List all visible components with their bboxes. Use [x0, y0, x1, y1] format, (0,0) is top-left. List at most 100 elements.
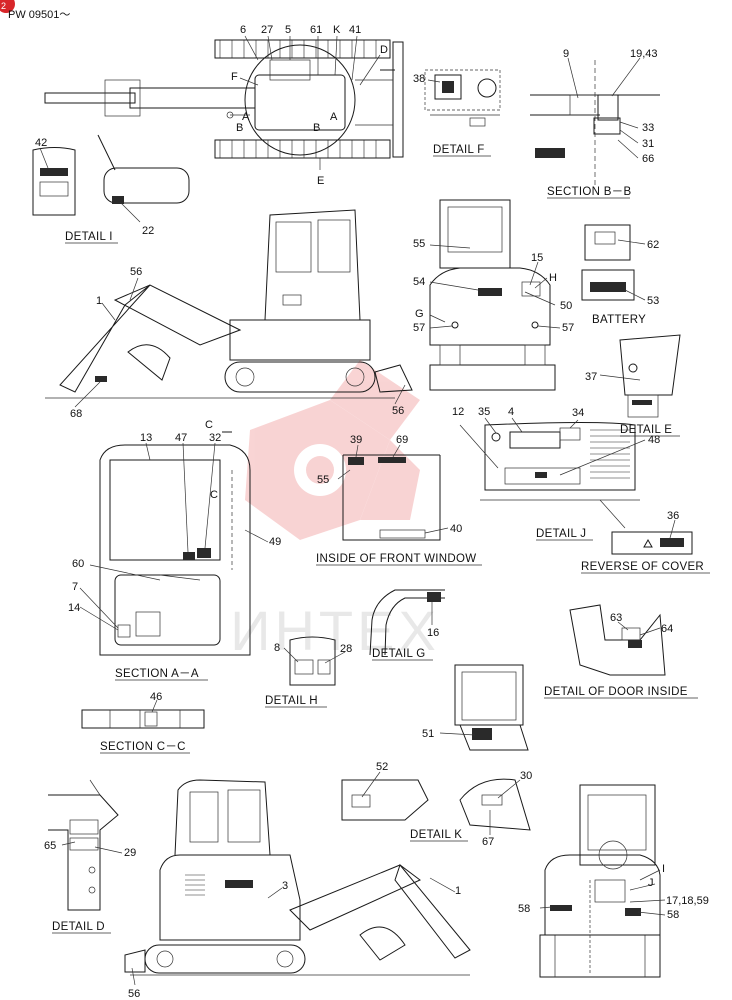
- front-tracks: [539, 934, 661, 978]
- front-window-frame: [342, 455, 441, 541]
- top-blade: [392, 41, 404, 158]
- side-arm: [59, 284, 151, 393]
- detail-k-panel: [341, 779, 429, 821]
- part-51-label-1: 51: [422, 728, 434, 740]
- top-label-7: D: [380, 44, 388, 56]
- detail-i-console: [103, 167, 190, 204]
- side-label-3: 68: [70, 408, 82, 420]
- battery-label-1: 62: [647, 239, 659, 251]
- detail-h: 8 28 DETAIL H: [265, 636, 352, 708]
- detail-k-label-1: 52: [376, 761, 388, 773]
- detail-j-caption: DETAIL J: [536, 528, 586, 540]
- detail-k-label-2: 30: [520, 770, 532, 782]
- detail-k-caption: DETAIL K: [410, 829, 462, 841]
- section-aa-label-6: 49: [269, 536, 281, 548]
- section-bb-label-2: 19,43: [630, 48, 658, 60]
- side-label-2: 1: [96, 295, 102, 307]
- battery-detail: 62 53 BATTERY: [581, 224, 659, 326]
- watermark-logo: ИНТЕХ: [230, 360, 436, 662]
- top-label-12: A: [330, 111, 338, 123]
- left-label-3: 56: [128, 988, 140, 1000]
- detail-j-label-4: 34: [572, 407, 584, 419]
- cover-plate: [611, 531, 693, 555]
- front-window-label-2: 69: [396, 434, 408, 446]
- section-aa-label-3: 47: [175, 432, 187, 444]
- detail-j-label-5: 48: [648, 434, 660, 446]
- sheet-header: 2 PW 09501～: [0, 0, 70, 21]
- door-inside-caption: DETAIL OF DOOR INSIDE: [544, 686, 688, 698]
- section-aa-label-1: C: [205, 419, 213, 431]
- section-aa-window: [109, 459, 221, 561]
- detail-i-panel: [32, 147, 76, 216]
- side-label-4: 56: [392, 405, 404, 417]
- top-label-2: 27: [261, 24, 273, 36]
- section-aa-label-9: 14: [68, 602, 80, 614]
- side-cab: [264, 209, 361, 321]
- front-label-1: I: [662, 863, 665, 875]
- left-track: [144, 944, 306, 974]
- part-51-view: 51: [422, 664, 529, 751]
- detail-e: 37 DETAIL E: [585, 334, 681, 437]
- detail-door-inside: 63 64 DETAIL OF DOOR INSIDE: [544, 604, 698, 699]
- detail-d: 65 29 DETAIL D: [44, 779, 136, 934]
- top-view: 6 27 5 61 K 41 D F A B B A E: [44, 24, 404, 187]
- section-aa-label-2: 13: [140, 432, 152, 444]
- rear-track-base: [429, 364, 556, 391]
- door-inside-label-2: 64: [661, 623, 673, 635]
- side-boom: [113, 284, 242, 346]
- left-label-1: 3: [282, 880, 288, 892]
- front-cab: [579, 784, 656, 866]
- rear-label-3: H: [549, 272, 557, 284]
- top-swing-circle: [244, 44, 356, 156]
- detail-i-caption: DETAIL I: [65, 231, 113, 243]
- detail-j-label-3: 4: [508, 406, 514, 418]
- section-aa-label-4: 32: [209, 432, 221, 444]
- top-label-10: B: [236, 122, 243, 134]
- detail-g-bracket: [369, 589, 445, 656]
- rear-label-7: 57: [413, 322, 425, 334]
- section-bb-label-5: 66: [642, 153, 654, 165]
- section-b-b: 9 19,43 33 31 66 SECTION B－B: [530, 48, 660, 199]
- left-cab: [174, 779, 271, 856]
- section-bb-label-4: 31: [642, 138, 654, 150]
- section-cc-label-1: 46: [150, 691, 162, 703]
- rear-label-6: G: [415, 308, 424, 320]
- section-bb-label-block: [593, 117, 621, 135]
- rear-view: 55 15 H 54 50 G 57 57: [413, 199, 574, 391]
- detail-i-label-2: 22: [142, 225, 154, 237]
- detail-g: 16 DETAIL G: [369, 589, 445, 661]
- left-bucket: [359, 926, 406, 961]
- battery-top: [581, 269, 635, 301]
- section-a-a: C 13 47 32 C 49 60 7 14 SECTION A－A: [68, 419, 281, 681]
- top-label-11: B: [313, 122, 320, 134]
- section-cc-caption: SECTION C－C: [100, 741, 186, 753]
- detail-f: 38 DETAIL F: [413, 69, 501, 157]
- left-label-2: 1: [455, 885, 461, 897]
- detail-g-label-1: 16: [427, 627, 439, 639]
- detail-i-label-1: 42: [35, 137, 47, 149]
- front-window-label-4: 40: [450, 523, 462, 535]
- section-cc-strip: [81, 709, 205, 729]
- front-view: I J 58 17,18,59 58: [518, 784, 709, 978]
- cover-caption: REVERSE OF COVER: [581, 561, 704, 573]
- detail-j: 12 35 4 34 48 DETAIL J: [452, 406, 660, 541]
- detail-i: 42 22 DETAIL I: [32, 134, 190, 244]
- side-track: [224, 361, 376, 393]
- detail-h-caption: DETAIL H: [265, 695, 318, 707]
- top-label-5: K: [333, 24, 341, 36]
- side-blade: [374, 364, 413, 393]
- rear-label-1: 55: [413, 238, 425, 250]
- section-c-c: 46 SECTION C－C: [81, 691, 205, 754]
- detail-j-housing: [484, 422, 636, 491]
- section-aa-lower-door: [114, 574, 221, 646]
- detail-f-label-1: 38: [413, 73, 425, 85]
- side-label-1: 56: [130, 266, 142, 278]
- detail-e-caption: DETAIL E: [620, 424, 672, 436]
- section-aa-label-5: C: [210, 489, 218, 501]
- rear-cab: [439, 199, 511, 269]
- top-label-13: E: [317, 175, 324, 187]
- front-label-5: 58: [667, 909, 679, 921]
- top-arm: [44, 92, 136, 104]
- section-bb-label-3: 33: [642, 122, 654, 134]
